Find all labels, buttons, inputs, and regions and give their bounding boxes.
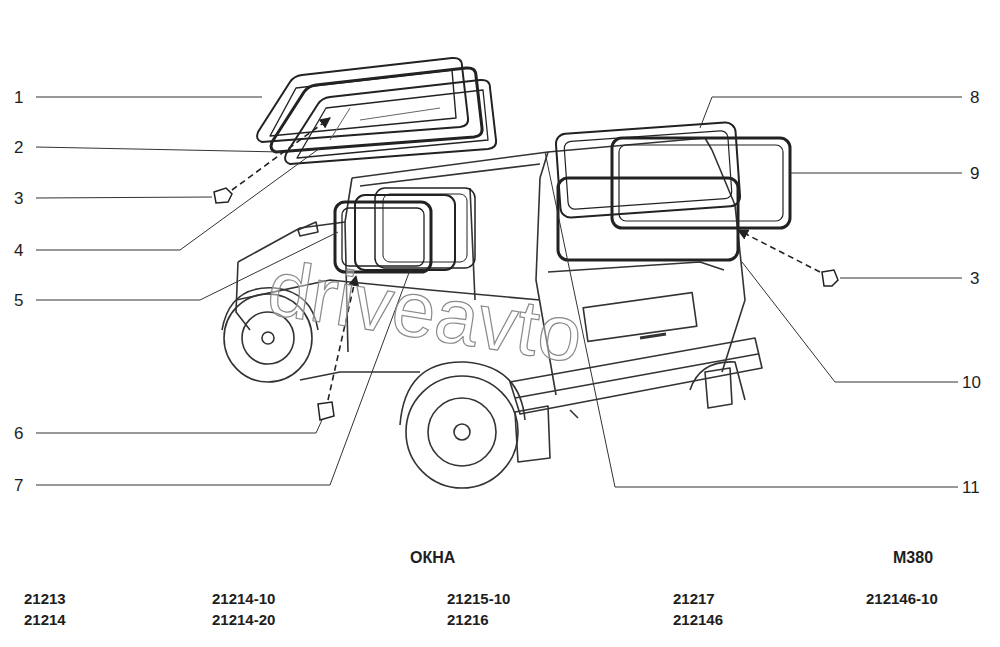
model-code: 21214-10 <box>212 591 275 606</box>
model-code: 21217 <box>673 591 715 606</box>
model-code: 21213 <box>24 591 66 606</box>
callout-number: 5 <box>14 292 23 309</box>
callout-number: 8 <box>970 89 979 106</box>
callout-number: 3 <box>970 270 979 287</box>
model-code: 21216 <box>447 612 489 627</box>
model-code: 212146 <box>673 612 723 627</box>
clip-parts <box>214 188 838 420</box>
model-code: 21214-20 <box>212 612 275 627</box>
callout-number: 11 <box>962 479 980 496</box>
model-code: 212146-10 <box>866 591 938 606</box>
assembly-arrow <box>232 118 820 400</box>
callout-number: 1 <box>14 89 23 106</box>
side-glass-parts <box>257 58 496 164</box>
callout-number: 7 <box>14 477 23 494</box>
quarter-glass-parts <box>335 188 475 272</box>
callout-number: 6 <box>14 425 23 442</box>
leader-line <box>36 97 962 487</box>
model-code: 21214 <box>24 612 66 627</box>
diagram-code: М380 <box>893 550 933 566</box>
callout-number: 10 <box>962 374 981 391</box>
watermark: driveavto <box>263 248 588 375</box>
callout-number: 3 <box>14 190 23 207</box>
callout-number: 2 <box>14 139 23 156</box>
model-code: 21215-10 <box>447 591 510 606</box>
diagram-title: ОКНА <box>410 550 455 566</box>
car-body <box>222 138 762 488</box>
callout-number: 4 <box>14 242 23 259</box>
callout-number: 9 <box>970 165 979 182</box>
